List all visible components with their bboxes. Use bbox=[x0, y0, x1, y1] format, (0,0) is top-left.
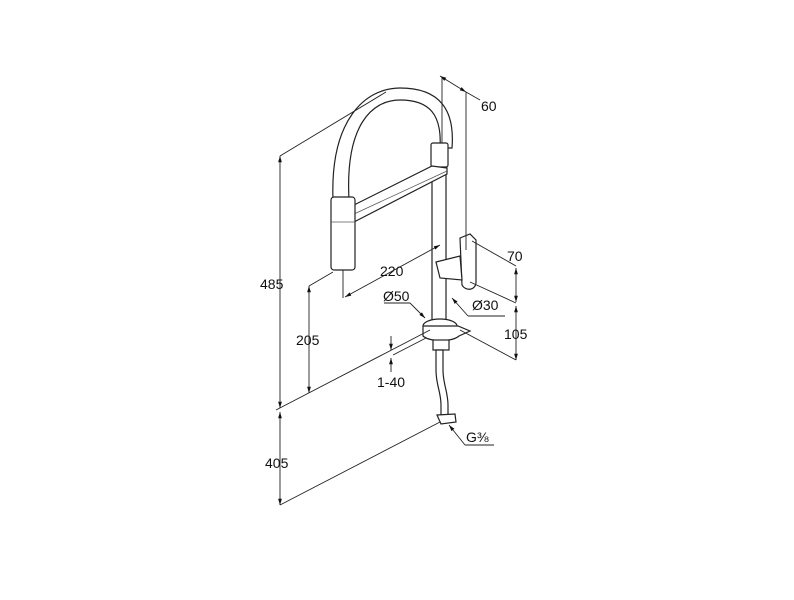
dim-label-deck-thickness: 1-40 bbox=[377, 374, 405, 390]
dim-label-below-deck: 405 bbox=[265, 455, 289, 471]
dim-label-top-offset: 60 bbox=[481, 98, 497, 114]
dim-label-handle-to-deck: 105 bbox=[504, 326, 528, 342]
dim-label-handle-diameter: Ø30 bbox=[472, 297, 499, 313]
dim-label-spout-reach: 220 bbox=[380, 263, 404, 279]
dim-label-total-height: 485 bbox=[260, 276, 284, 292]
dim-label-connection-thread: G⅜ bbox=[466, 429, 489, 445]
spout-arc bbox=[332, 87, 453, 201]
dim-label-base-diameter: Ø50 bbox=[383, 288, 410, 304]
supply-hose bbox=[435, 349, 449, 416]
dim-label-handle-height: 70 bbox=[507, 248, 523, 264]
column-collar bbox=[430, 142, 449, 168]
lever-handle bbox=[459, 233, 477, 290]
dim-label-spout-clearance: 205 bbox=[296, 332, 320, 348]
dimension-lines bbox=[275, 75, 518, 506]
sprayhead bbox=[330, 196, 356, 271]
